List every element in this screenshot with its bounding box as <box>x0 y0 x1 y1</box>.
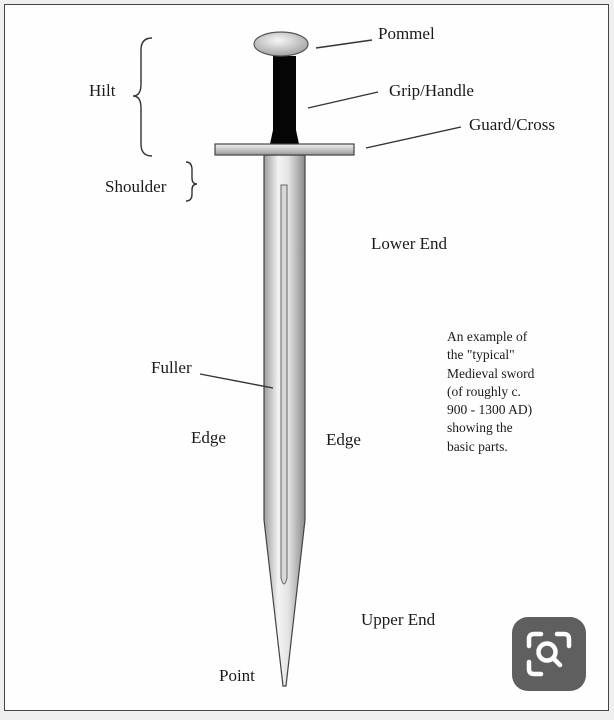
fuller-groove <box>280 184 288 585</box>
fuller-leader <box>199 373 274 389</box>
lower-end-label: Lower End <box>371 234 448 253</box>
visual-search-button[interactable] <box>512 617 586 691</box>
point-label: Point <box>219 666 255 685</box>
shoulder-label: Shoulder <box>105 177 167 196</box>
guard-label: Guard/Cross <box>469 115 555 134</box>
grip-label: Grip/Handle <box>389 81 474 100</box>
caption-line: 900 - 1300 AD) <box>447 402 533 418</box>
crossguard <box>214 143 355 156</box>
hilt-label: Hilt <box>89 81 116 100</box>
caption: An example of the "typical" Medieval swo… <box>447 328 587 456</box>
upper-end-label: Upper End <box>361 610 436 629</box>
caption-line: showing the <box>447 420 513 436</box>
pommel-label: Pommel <box>378 24 435 43</box>
edge-right-label: Edge <box>326 430 361 449</box>
fuller-label: Fuller <box>151 358 192 377</box>
caption-line: Medieval sword <box>447 365 535 381</box>
caption-line: An example of <box>447 329 528 344</box>
grip-flare <box>270 130 299 144</box>
pommel-leader <box>315 39 373 49</box>
grip-leader <box>307 91 379 109</box>
grip <box>273 56 296 144</box>
diagram-frame <box>4 4 609 711</box>
caption-line: the "typical" <box>447 347 515 363</box>
pommel <box>253 31 309 57</box>
hilt-bracket <box>132 37 153 157</box>
caption-line: (of roughly c. <box>447 383 521 399</box>
guard-leader <box>365 126 462 149</box>
visual-search-icon <box>526 631 572 677</box>
edge-left-label: Edge <box>191 428 226 447</box>
shoulder-bracket <box>185 161 198 202</box>
caption-line: basic parts. <box>447 438 508 454</box>
